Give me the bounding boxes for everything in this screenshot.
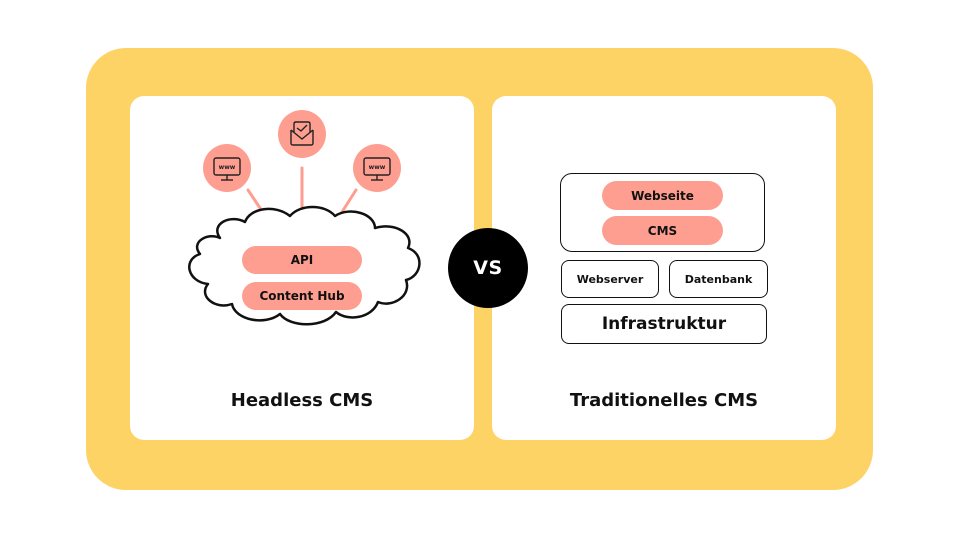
www-label: www xyxy=(369,164,386,171)
content-hub-layer: Content Hub xyxy=(242,282,362,310)
headless-cms-card: www www API Content Hub Headless CMS xyxy=(130,96,474,440)
headless-cms-title: Headless CMS xyxy=(230,390,374,411)
vs-label: VS xyxy=(473,257,503,279)
infrastruktur-box: Infrastruktur xyxy=(561,304,767,344)
website-monitor-icon: www xyxy=(353,144,401,192)
mail-check-icon xyxy=(278,110,326,158)
traditional-cms-title: Traditionelles CMS xyxy=(569,390,759,411)
traditional-cms-card: Webseite CMS Webserver Datenbank Infrast… xyxy=(492,96,836,440)
webseite-layer: Webseite xyxy=(602,181,723,210)
datenbank-box: Datenbank xyxy=(669,260,768,298)
connector-line xyxy=(340,188,358,214)
api-layer: API xyxy=(242,246,362,274)
cms-layer: CMS xyxy=(602,216,723,245)
webserver-box: Webserver xyxy=(561,260,659,298)
www-label: www xyxy=(219,164,236,171)
vs-badge: VS xyxy=(448,228,528,308)
website-monitor-icon: www xyxy=(203,144,251,192)
